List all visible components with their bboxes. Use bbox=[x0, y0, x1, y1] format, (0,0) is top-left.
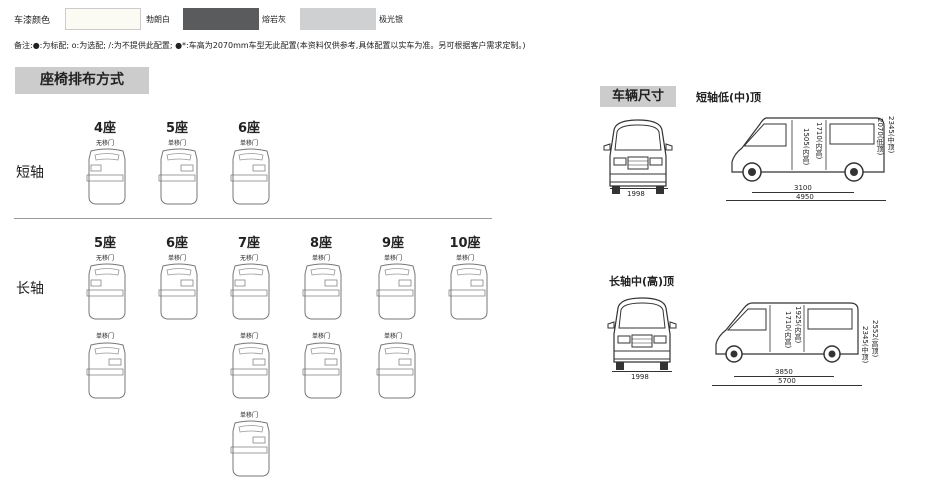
door-type-long-9: 单移门 bbox=[383, 255, 402, 262]
seat-count-long-7: 7座 bbox=[237, 236, 261, 251]
dimension-line bbox=[712, 385, 862, 386]
long-height-2: 1925(内高) bbox=[794, 306, 802, 344]
door-type-short-4: 无移门 bbox=[95, 140, 114, 147]
long-length-value: 5700 bbox=[778, 377, 796, 385]
seat-layout-diagram bbox=[375, 341, 419, 399]
short-height-3: 2070(低顶) bbox=[876, 118, 884, 156]
van-side-view-long bbox=[712, 300, 864, 366]
van-side-view-short bbox=[726, 114, 896, 184]
seat-layout-diagram bbox=[229, 419, 273, 477]
door-type-long-row2-d: 单移门 bbox=[383, 333, 402, 340]
short-wheelbase-label: 短轴 bbox=[16, 165, 44, 181]
seat-layout-diagram bbox=[447, 262, 491, 320]
color-swatch-white bbox=[65, 8, 141, 30]
short-height-2: 1710(内高) bbox=[815, 122, 823, 160]
door-type-long-row3: 单移门 bbox=[239, 412, 258, 419]
note-text: 备注:●:为标配; o:为选配; /:为不提供此配置; ●*:车高为2070mm… bbox=[14, 41, 526, 50]
seat-count-short-4: 4座 bbox=[93, 121, 117, 136]
seat-layout-diagram bbox=[85, 147, 129, 205]
section-divider bbox=[14, 218, 492, 219]
seating-title: 座椅排布方式 bbox=[15, 67, 149, 94]
door-type-long-row2-c: 单移门 bbox=[311, 333, 330, 340]
color-name-silver: 极光银 bbox=[379, 15, 403, 24]
color-name-white: 勃朗白 bbox=[146, 15, 170, 24]
dimension-line bbox=[612, 371, 672, 372]
dimensions-title: 车辆尺寸 bbox=[600, 86, 676, 107]
short-width-value: 1998 bbox=[627, 190, 645, 198]
dimension-line bbox=[726, 200, 886, 201]
long-wheelbase-value: 3850 bbox=[775, 368, 793, 376]
seat-layout-diagram bbox=[301, 341, 345, 399]
short-wheelbase-value: 3100 bbox=[794, 184, 812, 192]
seat-layout-diagram bbox=[301, 262, 345, 320]
long-dimensions-label: 长轴中(高)顶 bbox=[609, 275, 675, 288]
seat-layout-diagram bbox=[157, 262, 201, 320]
door-type-long-8: 单移门 bbox=[311, 255, 330, 262]
paint-label: 车漆颜色 bbox=[14, 16, 51, 26]
color-swatch-silver bbox=[300, 8, 376, 30]
long-height-1: 1710(内高) bbox=[784, 311, 792, 349]
door-type-long-row2-b: 单移门 bbox=[239, 333, 258, 340]
short-height-4: 2345(中顶) bbox=[887, 116, 895, 154]
seat-layout-diagram bbox=[157, 147, 201, 205]
door-type-long-5: 无移门 bbox=[95, 255, 114, 262]
seat-count-long-5: 5座 bbox=[93, 236, 117, 251]
seat-count-long-10: 10座 bbox=[449, 236, 481, 251]
seat-layout-diagram bbox=[229, 147, 273, 205]
door-type-short-5: 单移门 bbox=[167, 140, 186, 147]
dimension-line bbox=[610, 188, 668, 189]
color-name-gray: 熔岩灰 bbox=[262, 15, 286, 24]
long-height-4: 2552(高顶) bbox=[871, 320, 879, 358]
seat-count-long-8: 8座 bbox=[309, 236, 333, 251]
short-dimensions-label: 短轴低(中)顶 bbox=[696, 91, 762, 104]
door-type-long-row2-a: 单移门 bbox=[95, 333, 114, 340]
door-type-long-6: 单移门 bbox=[167, 255, 186, 262]
seat-count-short-5: 5座 bbox=[165, 121, 189, 136]
seat-layout-diagram bbox=[85, 262, 129, 320]
van-front-view-long bbox=[604, 296, 680, 376]
door-type-long-7: 无移门 bbox=[239, 255, 258, 262]
long-width-value: 1998 bbox=[631, 373, 649, 381]
seat-count-long-6: 6座 bbox=[165, 236, 189, 251]
seat-count-long-9: 9座 bbox=[381, 236, 405, 251]
van-front-view-short bbox=[600, 116, 676, 200]
long-wheelbase-label: 长轴 bbox=[16, 281, 44, 297]
dimension-line bbox=[734, 376, 834, 377]
color-swatch-gray bbox=[183, 8, 259, 30]
seat-layout-diagram bbox=[85, 341, 129, 399]
door-type-long-10: 单移门 bbox=[455, 255, 474, 262]
long-height-3: 2345(中顶) bbox=[861, 326, 869, 364]
short-height-1: 1505(内高) bbox=[802, 128, 810, 166]
seat-layout-diagram bbox=[229, 262, 273, 320]
seat-layout-diagram bbox=[375, 262, 419, 320]
short-length-value: 4950 bbox=[796, 193, 814, 201]
seat-layout-diagram bbox=[229, 341, 273, 399]
dimension-line bbox=[752, 192, 854, 193]
seat-count-short-6: 6座 bbox=[237, 121, 261, 136]
door-type-short-6: 单移门 bbox=[239, 140, 258, 147]
